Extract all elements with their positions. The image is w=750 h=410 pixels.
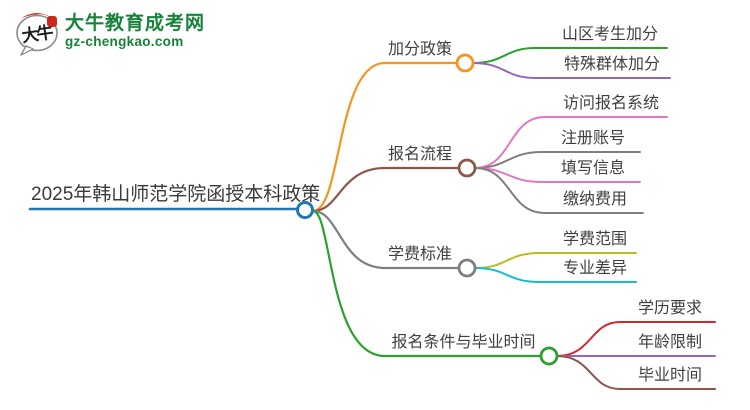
- child-special-group-bonus-label[interactable]: 特殊群体加分: [563, 56, 660, 73]
- child-mountain-area-bonus-label[interactable]: 山区考生加分: [561, 26, 658, 43]
- child-education-requirement-label[interactable]: 学历要求: [637, 300, 702, 317]
- logo-characters: 大牛: [20, 22, 54, 46]
- link-pay-fees: [474, 167, 644, 214]
- daniu-logo-icon: 大牛: [16, 13, 58, 56]
- link-special-group-bonus: [472, 62, 671, 79]
- branch-registration-process-label[interactable]: 报名流程: [387, 146, 452, 163]
- site-logo[interactable]: 大牛 大牛教育成考网 gz-chengkao.com: [14, 7, 205, 57]
- child-pay-fees-label[interactable]: 缴纳费用: [562, 191, 627, 208]
- child-fill-information-label[interactable]: 填写信息: [560, 160, 625, 177]
- child-age-limit-label[interactable]: 年龄限制: [637, 334, 702, 351]
- link-graduation-time: [556, 355, 716, 390]
- branch-requirements-graduation-label[interactable]: 报名条件与毕业时间: [391, 334, 536, 351]
- link-root-tuition-standard: [311, 209, 461, 270]
- child-tuition-range-label[interactable]: 学费范围: [562, 231, 627, 248]
- logo-text-block: 大牛教育成考网 gz-chengkao.com: [65, 7, 206, 50]
- link-root-requirements-graduation: [311, 209, 543, 358]
- site-url: gz-chengkao.com: [65, 34, 184, 49]
- tuition-standard-node-circle[interactable]: [457, 258, 477, 278]
- branch-tuition-standard-label[interactable]: 学费标准: [387, 246, 452, 263]
- link-tuition-range: [474, 252, 637, 269]
- registration-process-node-circle[interactable]: [457, 158, 477, 178]
- root-topic-label[interactable]: 2025年韩山师范学院函授本科政策: [31, 184, 321, 205]
- child-major-difference-label[interactable]: 专业差异: [562, 260, 627, 277]
- branch-bonus-policy-label[interactable]: 加分政策: [387, 41, 452, 58]
- link-major-difference: [474, 267, 637, 283]
- site-name: 大牛教育成考网: [65, 13, 206, 34]
- link-mountain-area-bonus: [472, 47, 668, 64]
- child-register-account-label[interactable]: 注册账号: [560, 130, 625, 147]
- link-register-account: [474, 151, 641, 169]
- link-visit-registration-system: [474, 116, 668, 169]
- child-visit-registration-system-label[interactable]: 访问报名系统: [562, 95, 659, 112]
- link-root-registration-process: [311, 166, 461, 213]
- requirements-graduation-node-circle[interactable]: [539, 346, 559, 366]
- link-root-bonus-policy: [311, 61, 459, 213]
- link-education-requirement: [556, 321, 716, 357]
- root-node-circle[interactable]: [296, 201, 314, 219]
- bonus-policy-node-circle[interactable]: [455, 53, 475, 73]
- child-graduation-time-label[interactable]: 毕业时间: [637, 367, 702, 384]
